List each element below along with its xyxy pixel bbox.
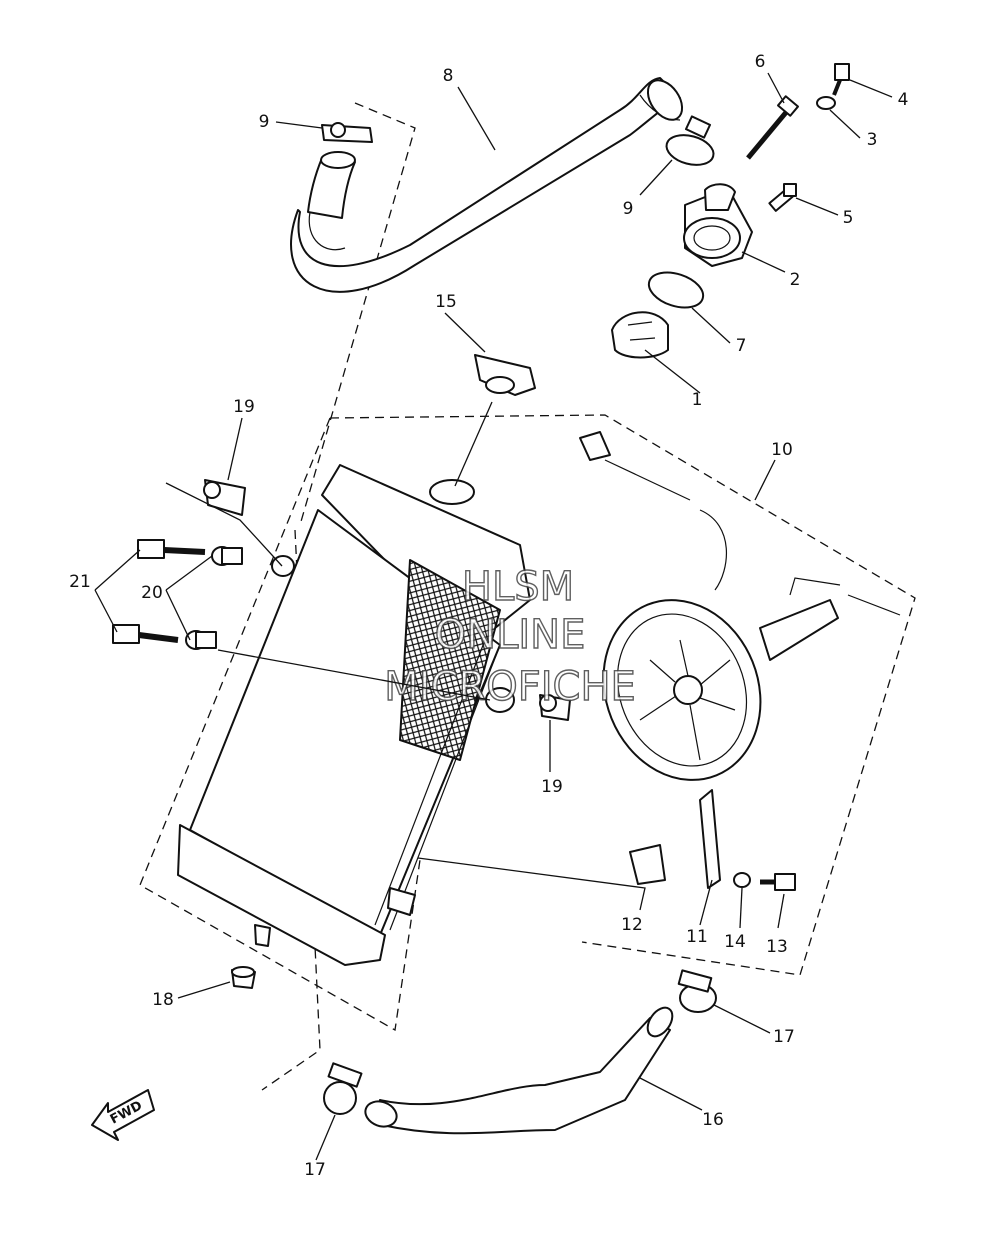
- callout-20: 20: [141, 583, 163, 603]
- callout-9-upper-left: 9: [259, 112, 270, 132]
- callout-17-right: 17: [773, 1027, 795, 1047]
- callout-6: 6: [755, 52, 766, 72]
- watermark: HLSM ONLINE MICROFICHE: [383, 563, 636, 710]
- callout-11: 11: [686, 927, 708, 947]
- bolt-flange-lower: [112, 624, 179, 644]
- thermostat-housing: [683, 183, 753, 267]
- callout-2: 2: [790, 270, 801, 290]
- radiator: [177, 464, 531, 966]
- callout-10: 10: [771, 440, 793, 460]
- forward-direction-arrow: FWD: [91, 1089, 155, 1141]
- radiator-cap: [474, 354, 536, 396]
- callout-17-left: 17: [304, 1160, 326, 1180]
- callout-7: 7: [736, 336, 747, 356]
- bolt-short: [768, 183, 797, 212]
- callout-12: 12: [621, 915, 643, 935]
- hose-clamp-upper-left: [321, 122, 373, 143]
- callout-15: 15: [435, 292, 457, 312]
- callout-18: 18: [152, 990, 174, 1010]
- fan-bracket-clip: [629, 844, 666, 885]
- callout-13: 13: [766, 937, 788, 957]
- lower-radiator-hose: [364, 1006, 674, 1135]
- callout-9-upper-right: 9: [623, 199, 634, 219]
- callout-19-lower: 19: [541, 777, 563, 797]
- callout-labels: 1 2 3 4 5 6 7 8 9 9 10 11 12 13 14 15 16…: [69, 52, 908, 1180]
- callout-8: 8: [443, 66, 454, 86]
- callout-21: 21: [69, 572, 91, 592]
- drain-grommet: [231, 966, 256, 989]
- callout-3: 3: [867, 130, 878, 150]
- watermark-line-1: HLSM: [462, 564, 574, 610]
- bolt-long: [746, 95, 799, 160]
- fan-washer: [733, 872, 751, 888]
- callout-4: 4: [898, 90, 909, 110]
- leader-lines: [94, 72, 893, 1161]
- callout-14: 14: [724, 932, 746, 952]
- damper-lower: [539, 694, 571, 721]
- upper-radiator-hose: [290, 77, 684, 293]
- collar-upper: [211, 546, 243, 566]
- fan-motor-assembly: [579, 431, 901, 889]
- damper-upper: [203, 479, 246, 516]
- callout-19-upper: 19: [233, 397, 255, 417]
- washer-small: [816, 96, 836, 110]
- fan-bolt: [760, 873, 796, 891]
- watermark-line-3: MICROFICHE: [384, 664, 636, 710]
- collar-lower: [185, 630, 217, 650]
- thermostat: [611, 311, 669, 359]
- callout-16: 16: [702, 1110, 724, 1130]
- bolt-top: [832, 63, 850, 96]
- bolt-flange-upper: [137, 539, 206, 559]
- hose-clamp-lower-right: [677, 969, 717, 1013]
- o-ring: [647, 271, 705, 309]
- watermark-line-2: ONLINE: [435, 612, 586, 658]
- callout-5: 5: [843, 208, 854, 228]
- hose-clamp-lower-left: [323, 1062, 363, 1115]
- callout-1: 1: [692, 390, 703, 410]
- hose-clamp-upper-right: [665, 115, 715, 166]
